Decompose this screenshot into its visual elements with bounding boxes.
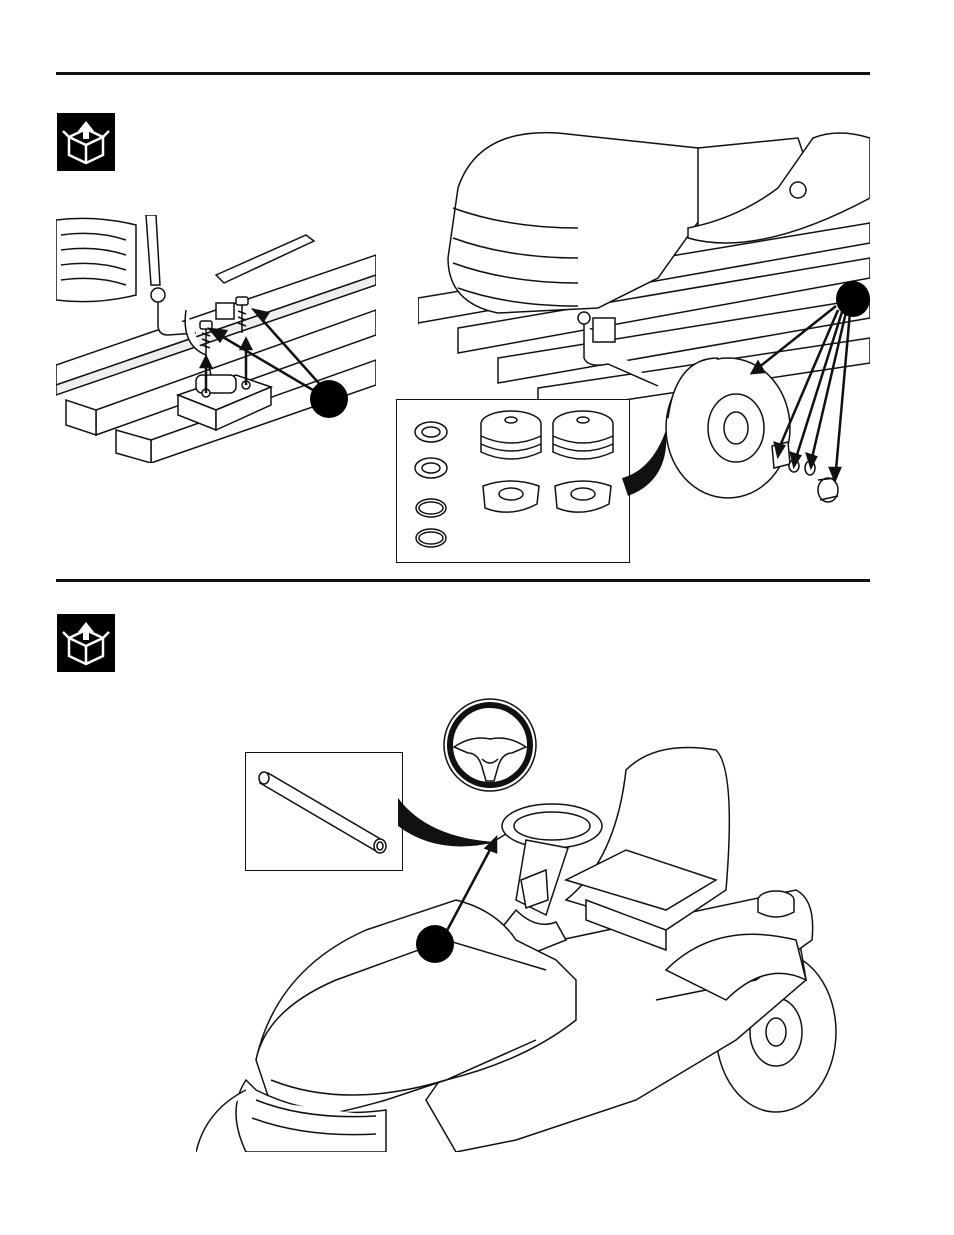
callout-dot xyxy=(416,925,454,963)
section-divider-middle xyxy=(56,579,870,582)
steering-wheel-install-illustration xyxy=(196,740,840,1152)
callout-dot xyxy=(310,380,348,418)
front-axle-bracket-illustration xyxy=(56,215,376,463)
unpack-box-icon xyxy=(57,614,115,672)
section-divider-top xyxy=(56,72,870,75)
inset-leader xyxy=(622,430,682,500)
parts-inset-box xyxy=(396,399,630,563)
callout-dot xyxy=(836,281,870,317)
unpack-box-icon xyxy=(57,113,115,171)
